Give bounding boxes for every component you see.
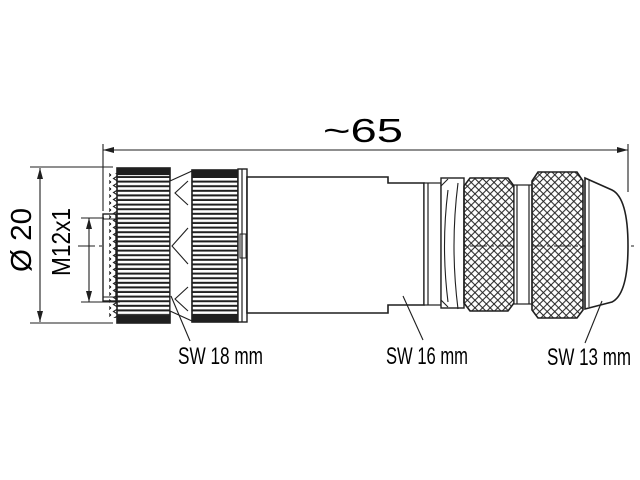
groove-band xyxy=(423,182,442,306)
diamond-knurl-ring-front xyxy=(463,177,515,312)
transition-cone xyxy=(169,170,193,322)
leader-line xyxy=(402,295,424,341)
thread-label: M12x1 xyxy=(46,208,76,276)
arrow-up-icon xyxy=(86,218,92,229)
arrow-up-icon xyxy=(37,168,43,179)
arrow-down-icon xyxy=(86,291,92,302)
diamond-knurl-ring-rear xyxy=(531,171,584,319)
dimension-thread: M12x1 xyxy=(46,208,120,303)
arrow-right-icon xyxy=(617,147,628,153)
callout-sw16: SW 16 mm xyxy=(386,295,468,370)
overall-length-label: ~65 xyxy=(323,112,403,149)
ring-straight-knurl xyxy=(192,178,238,314)
leader-line xyxy=(170,295,191,342)
arrow-down-icon xyxy=(37,311,43,322)
nut-serrated-edge xyxy=(109,173,117,318)
nut-straight-knurl xyxy=(117,175,170,316)
sw13-label: SW 13 mm xyxy=(547,344,631,371)
coupling-nut-sw18 xyxy=(109,167,171,324)
knurled-ring-rear xyxy=(191,169,239,323)
dimension-outer-diameter: Ø 20 xyxy=(6,166,113,324)
hex-section xyxy=(440,177,465,310)
connector-side-view xyxy=(102,167,629,324)
leader-line xyxy=(584,300,603,344)
callout-sw13: SW 13 mm xyxy=(547,300,631,371)
outer-diameter-label: Ø 20 xyxy=(6,208,38,272)
end-cap-sw13 xyxy=(584,176,629,311)
main-body-sw16 xyxy=(246,176,425,314)
arrow-left-icon xyxy=(103,147,114,153)
sw18-label: SW 18 mm xyxy=(178,343,263,370)
callout-sw18: SW 18 mm xyxy=(170,295,263,370)
flange-ring xyxy=(237,168,248,323)
gap-ring xyxy=(513,184,533,305)
sw16-label: SW 16 mm xyxy=(386,343,468,370)
dimension-overall-length: ~65 xyxy=(102,112,629,211)
